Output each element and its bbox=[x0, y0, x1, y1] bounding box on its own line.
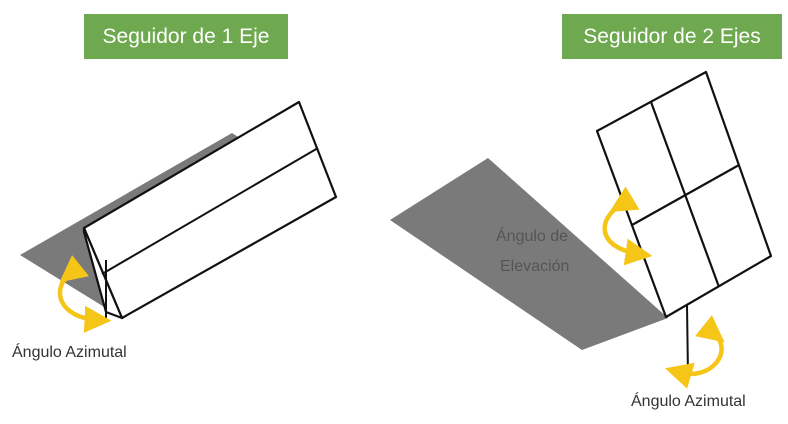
dual-axis-post bbox=[686, 304, 689, 377]
dual-axis-shadow bbox=[390, 158, 668, 350]
elevation-arrow-icon bbox=[602, 186, 653, 266]
dual-axis-title: Seguidor de 2 Ejes bbox=[562, 14, 782, 59]
azimuth-arrow-1-icon bbox=[57, 255, 112, 333]
single-axis-panel-divider bbox=[101, 147, 319, 275]
elevation-angle-label-line1: Ángulo de bbox=[496, 228, 569, 245]
azimuth-angle-label-1: Ángulo Azimutal bbox=[12, 344, 127, 361]
azimuth-arrow-2-icon bbox=[665, 315, 725, 389]
elevation-angle-label-line2: Elevación bbox=[500, 258, 570, 275]
single-axis-title: Seguidor de 1 Eje bbox=[84, 14, 288, 59]
dual-axis-tracker bbox=[390, 70, 773, 389]
azimuth-angle-label-2: Ángulo Azimutal bbox=[631, 393, 746, 410]
single-axis-tracker bbox=[20, 100, 338, 333]
